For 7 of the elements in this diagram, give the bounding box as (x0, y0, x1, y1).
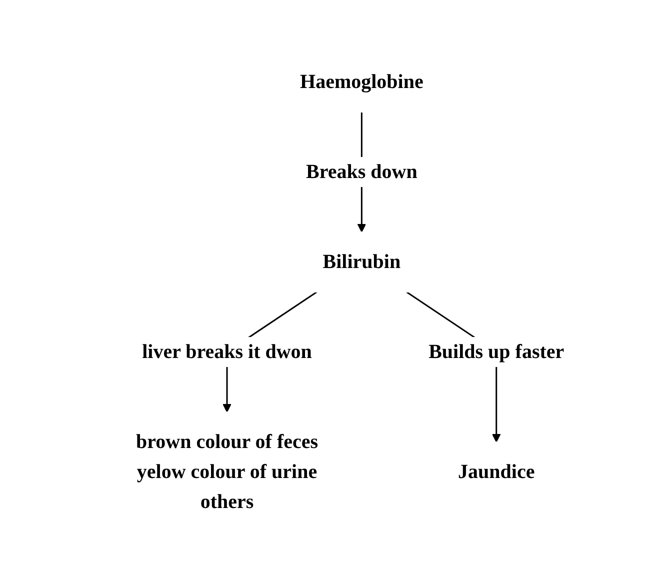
node-text: Bilirubin (322, 250, 400, 272)
node-text: Jaundice (458, 460, 534, 482)
node-text: brown colour of feces yelow colour of urine others (136, 430, 318, 512)
edge-label: Breaks down (306, 160, 417, 182)
edge-label: Builds up faster (428, 340, 564, 362)
edge-label: liver breaks it dwon (142, 340, 312, 362)
node-text: Haemoglobine (300, 70, 423, 92)
